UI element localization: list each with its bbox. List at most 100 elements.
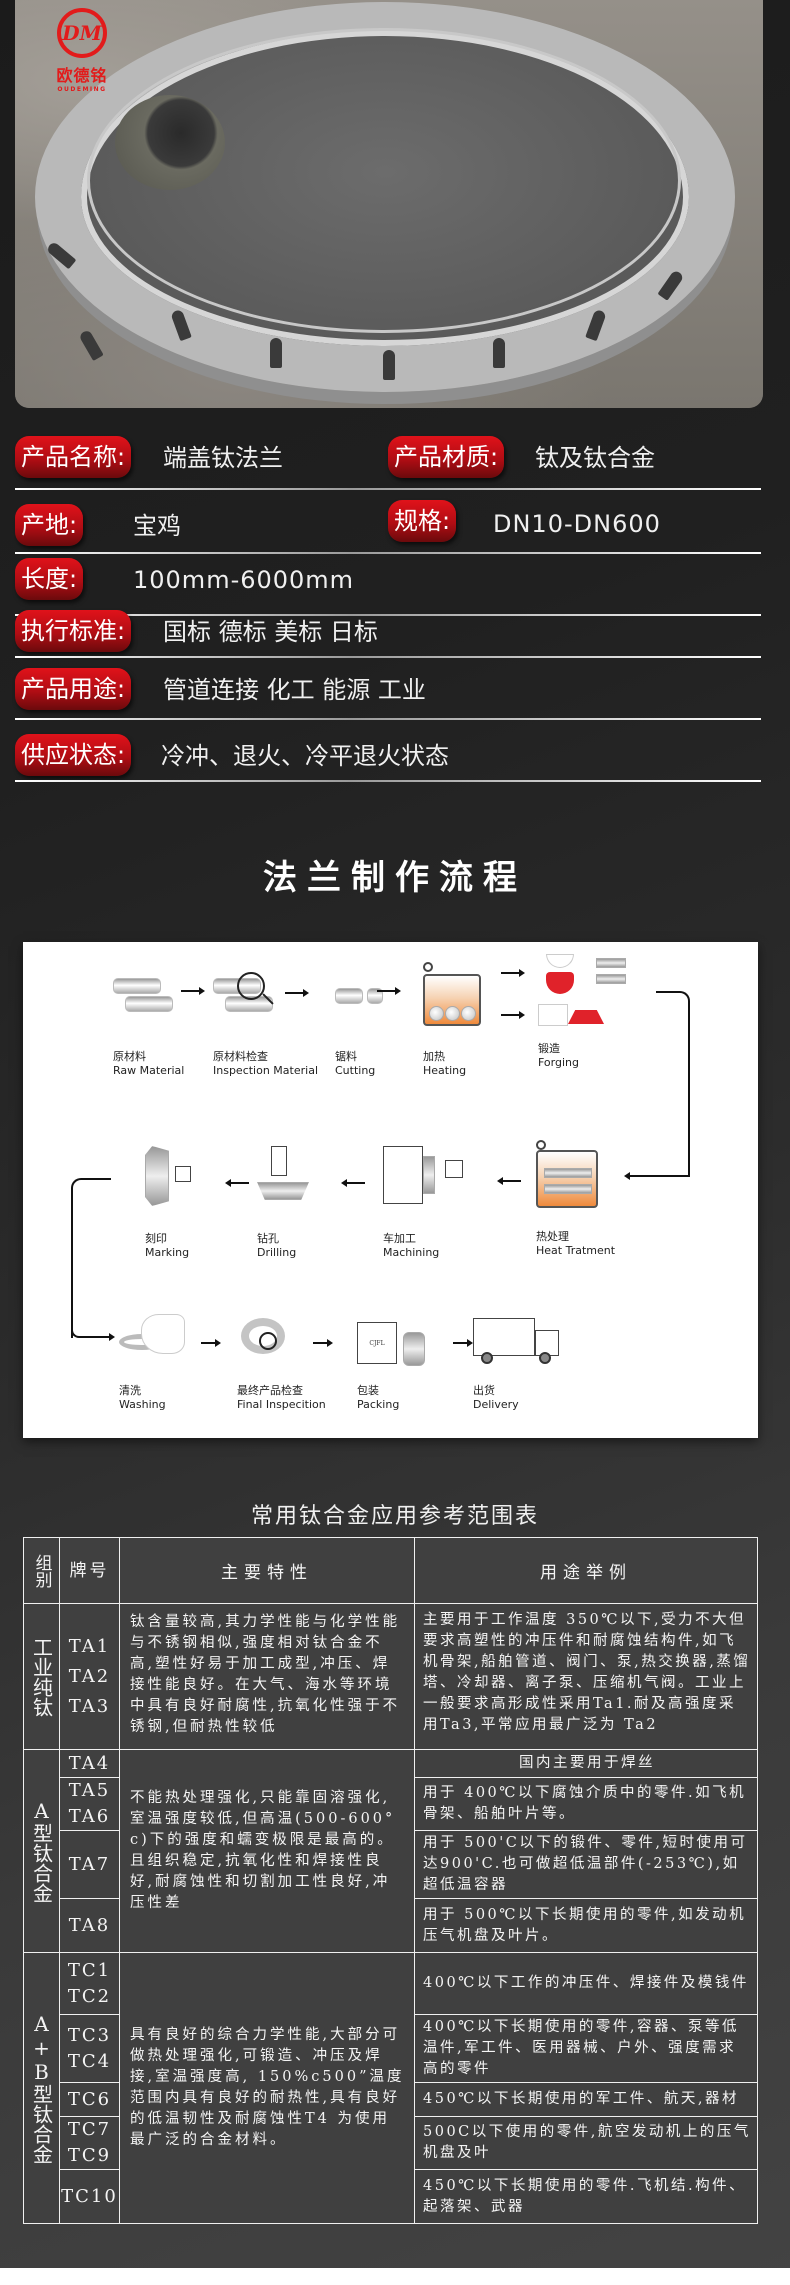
- stamp-icon: [145, 1142, 225, 1208]
- process-step-inspection-material: 原材料检查 Inspection Material: [213, 972, 343, 1077]
- flow-arrow: [79, 1333, 115, 1341]
- pipe-plug-image: [115, 95, 225, 190]
- flow-connector: [628, 1175, 690, 1177]
- process-step-final-inspection: 最终产品检查 Final Inspecition: [237, 1310, 367, 1411]
- header-group: 组别: [23, 1537, 60, 1604]
- table-row: TC7 TC9 500C以下使用的零件,航空发动机上的压气机盘及叶: [24, 2116, 758, 2170]
- process-step-heat-treatment: 热处理 Heat Tratment: [536, 1140, 666, 1257]
- flow-arrow: [377, 987, 401, 995]
- spec-value-length: 100mm-6000mm: [133, 566, 355, 594]
- grade-cell: TC1 TC2: [59, 1952, 120, 2015]
- washing-cloth-icon: [119, 1310, 199, 1370]
- flow-arrow: [341, 1179, 365, 1187]
- spec-row: 产品名称: 端盖钛法兰 产品材质: 钛及钛合金: [15, 428, 761, 490]
- uses-cell: 400℃以下长期使用的零件,容器、泵等低温件,军工件、医用器械、户外、强度需求高…: [414, 2014, 758, 2083]
- spec-row: 执行标准: 国标 德标 美标 日标: [15, 594, 761, 658]
- flange-slot: [270, 338, 282, 368]
- flow-arrow: [497, 1177, 521, 1185]
- titanium-alloy-reference-table: 组别 牌号 主要特性 用途举例 工业纯钛 TA1 TA2 TA3 钛含量较高,其…: [23, 1537, 758, 2224]
- magnifier-rod-icon: [213, 972, 293, 1032]
- process-step-forging: 锻造 Forging: [538, 954, 668, 1069]
- flow-connector: [71, 1178, 111, 1338]
- table-row: TC3 TC4 400℃以下长期使用的零件,容器、泵等低温件,军工件、医用器械、…: [24, 2014, 758, 2083]
- grade-cell: TC7 TC9: [59, 2116, 120, 2170]
- divider: [15, 488, 761, 490]
- spec-label-supply-state: 供应状态:: [15, 734, 132, 776]
- spec-label-standard: 执行标准:: [15, 610, 132, 652]
- uses-cell: 用于 500'C以下的锻件、零件,短时使用可达900'C.也可做超低温部件(-2…: [414, 1830, 758, 1899]
- lathe-icon: [383, 1142, 473, 1208]
- grade-cell: TA4: [59, 1749, 120, 1778]
- logo-mark-icon: DM: [57, 8, 107, 58]
- flow-arrow: [624, 1172, 634, 1180]
- spec-label-product-name: 产品名称:: [15, 436, 132, 478]
- uses-cell: 500C以下使用的零件,航空发动机上的压气机盘及叶: [414, 2116, 758, 2170]
- flow-arrow: [225, 1179, 249, 1187]
- process-step-machining: 车加工 Machining: [383, 1142, 513, 1259]
- divider: [15, 656, 761, 658]
- flow-arrow: [453, 1339, 473, 1347]
- brand-name-cn: 欧德铭: [56, 66, 108, 85]
- table-row: TC6 450℃以下长期使用的军工件、航天,器材: [24, 2082, 758, 2117]
- spec-row: 产地: 宝鸡 规格: DN10-DN600: [15, 492, 761, 554]
- heat-treatment-furnace-icon: [536, 1140, 616, 1210]
- furnace-icon: [423, 960, 503, 1032]
- spec-label-size: 规格:: [388, 500, 457, 542]
- group-cell: A型钛合金: [23, 1749, 60, 1953]
- table-row: TA5 TA6 用于 400℃以下腐蚀介质中的零件.如飞机骨架、船舶叶片等。: [24, 1777, 758, 1831]
- grade-cell: TC10: [59, 2169, 120, 2224]
- forging-die-icon: [538, 954, 648, 1032]
- brand-name-en: OUDEMING: [57, 86, 107, 93]
- uses-cell: 用于 400℃以下腐蚀介质中的零件.如飞机骨架、船舶叶片等。: [414, 1777, 758, 1831]
- spec-value-supply-state: 冷冲、退火、冷平退火状态: [161, 742, 449, 770]
- divider: [15, 780, 761, 782]
- spec-value-standard: 国标 德标 美标 日标: [163, 618, 378, 646]
- flow-arrow: [201, 1339, 221, 1347]
- flow-arrow: [285, 989, 309, 997]
- table-header-row: 组别 牌号 主要特性 用途举例: [23, 1537, 758, 1604]
- flow-arrow: [313, 1339, 333, 1347]
- spec-row: 长度: 100mm-6000mm: [15, 554, 761, 616]
- spec-row: 产品用途: 管道连接 化工 能源 工业: [15, 658, 761, 720]
- flow-arrow: [501, 1011, 525, 1019]
- flange-inner-edge: [87, 28, 681, 333]
- header-characteristics: 主要特性: [119, 1537, 415, 1604]
- process-step-delivery: 出货 Delivery: [473, 1310, 603, 1411]
- flange-slot: [493, 338, 505, 368]
- grade-cell: TA1 TA2 TA3: [59, 1603, 120, 1750]
- process-step-washing: 清洗 Washing: [119, 1310, 249, 1411]
- spec-row: 供应状态: 冷冲、退火、冷平退火状态: [15, 720, 761, 782]
- grade-cell: TA7: [59, 1830, 120, 1899]
- process-step-cutting: 锯料 Cutting: [335, 972, 465, 1077]
- table-row: TA8 用于 500℃以下长期使用的零件,如发动机压气机盘及叶片。: [24, 1898, 758, 1953]
- spec-value-application: 管道连接 化工 能源 工业: [163, 676, 426, 704]
- uses-cell: 450℃以下长期使用的零件.飞机结.构件、起落架、武器: [414, 2169, 758, 2224]
- uses-cell: 国内主要用于焊丝: [414, 1749, 758, 1778]
- group-cell: A+B型钛合金: [23, 1952, 60, 2224]
- steel-rod-icon: [113, 972, 193, 1032]
- uses-cell: 用于 500℃以下长期使用的零件,如发动机压气机盘及叶片。: [414, 1898, 758, 1953]
- header-grade: 牌号: [59, 1537, 120, 1604]
- spec-label-material: 产品材质:: [388, 436, 505, 478]
- cut-rod-icon: [335, 972, 415, 1032]
- process-step-raw-material: 原材料 Raw Material: [113, 972, 243, 1077]
- spec-value-origin: 宝鸡: [133, 512, 181, 540]
- product-photo: DM 欧德铭 OUDEMING: [15, 0, 763, 408]
- box-icon: CJFL: [357, 1310, 447, 1370]
- divider: [15, 718, 761, 720]
- table-title: 常用钛合金应用参考范围表: [250, 1504, 539, 1529]
- table-row: TA7 用于 500'C以下的锻件、零件,短时使用可达900'C.也可做超低温部…: [24, 1830, 758, 1899]
- characteristics-cell: 不能热处理强化,只能靠固溶强化,室温强度较低,但高温(500-600° c)下的…: [119, 1749, 415, 1953]
- spec-value-material: 钛及钛合金: [535, 444, 655, 472]
- grade-cell: TA8: [59, 1898, 120, 1953]
- characteristics-cell: 具有良好的综合力学性能,大部分可做热处理强化,可锻造、冲压及焊接,室温强度高, …: [119, 1952, 415, 2224]
- flow-connector: [71, 1302, 79, 1338]
- table-row: TC10 450℃以下长期使用的零件.飞机结.构件、起落架、武器: [24, 2169, 758, 2224]
- flow-arrow: [501, 969, 525, 977]
- characteristics-cell: 钛含量较高,其力学性能与化学性能与不锈钢相似,强度相对钛合金不高,塑性好易于加工…: [119, 1603, 415, 1750]
- process-step-drilling: 钻孔 Drilling: [257, 1142, 387, 1259]
- group-cell: 工业纯钛: [23, 1603, 60, 1750]
- uses-cell: 400℃以下工作的冲压件、焊接件及模钱件: [414, 1952, 758, 2015]
- divider: [15, 614, 761, 616]
- divider: [15, 552, 761, 554]
